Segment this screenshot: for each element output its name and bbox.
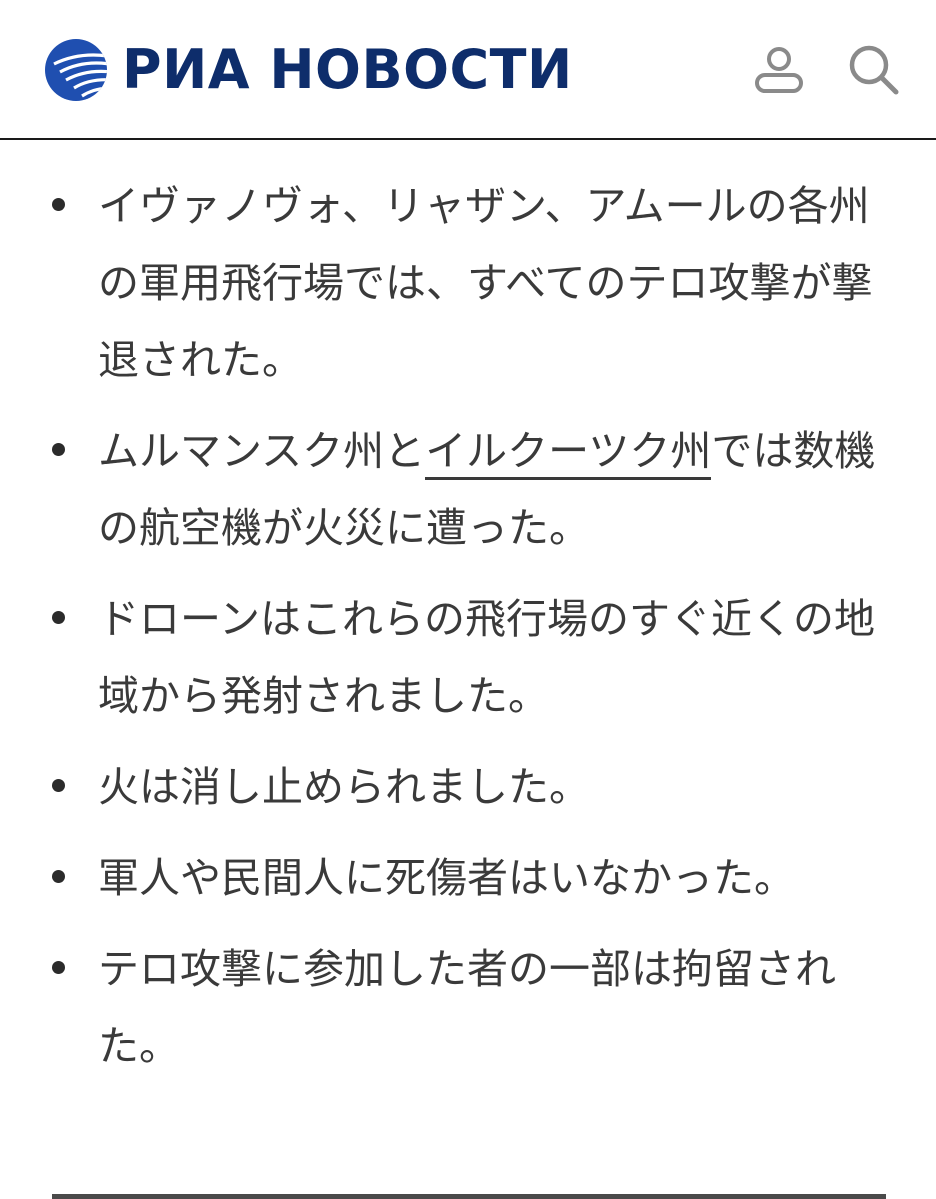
site-header: РИА НОВОСТИ — [0, 0, 936, 140]
list-item-text: イヴァノヴォ、リャザン、アムールの各州の軍用飛行場では、すべてのテロ攻撃が撃退さ… — [98, 182, 873, 384]
list-item-text: ドローンはこれらの飛行場のすぐ近くの地域から発射されました。 — [98, 595, 875, 720]
list-item: 火は消し止められました。 — [0, 749, 936, 826]
list-item: ドローンはこれらの飛行場のすぐ近くの地域から発射されました。 — [0, 581, 936, 735]
list-item-text: 軍人や民間人に死傷者はいなかった。 — [98, 854, 795, 902]
bullet-icon — [52, 779, 65, 792]
article-bullet-list: イヴァノヴォ、リャザン、アムールの各州の軍用飛行場では、すべてのテロ攻撃が撃退さ… — [0, 168, 936, 1099]
bullet-icon — [52, 611, 65, 624]
logo-text: РИА НОВОСТИ — [122, 38, 573, 101]
bullet-icon — [52, 870, 65, 883]
list-item-text-before: ムルマンスク州と — [98, 427, 426, 475]
irkutsk-region-link[interactable]: イルクーツク州 — [425, 427, 712, 480]
site-logo[interactable]: РИА НОВОСТИ — [44, 38, 573, 102]
list-item: テロ攻撃に参加した者の一部は拘留された。 — [0, 931, 936, 1085]
search-button[interactable] — [846, 42, 902, 98]
user-icon — [755, 47, 803, 93]
user-button[interactable] — [751, 42, 807, 98]
list-item: イヴァノヴォ、リャザン、アムールの各州の軍用飛行場では、すべてのテロ攻撃が撃退さ… — [0, 168, 936, 399]
list-item: 軍人や民間人に死傷者はいなかった。 — [0, 840, 936, 917]
globe-logo-icon — [45, 39, 107, 101]
bullet-icon — [52, 961, 65, 974]
search-icon — [849, 45, 899, 95]
bullet-icon — [52, 443, 65, 456]
list-item-text: テロ攻撃に参加した者の一部は拘留された。 — [98, 945, 836, 1070]
list-item-text-after: では数機の航空機が火災に遭った。 — [98, 427, 876, 552]
content-divider — [52, 1194, 886, 1199]
bullet-icon — [52, 198, 65, 211]
list-item-text: 火は消し止められました。 — [98, 763, 590, 811]
list-item: ムルマンスク州とイルクーツク州では数機の航空機が火災に遭った。 — [0, 413, 936, 567]
